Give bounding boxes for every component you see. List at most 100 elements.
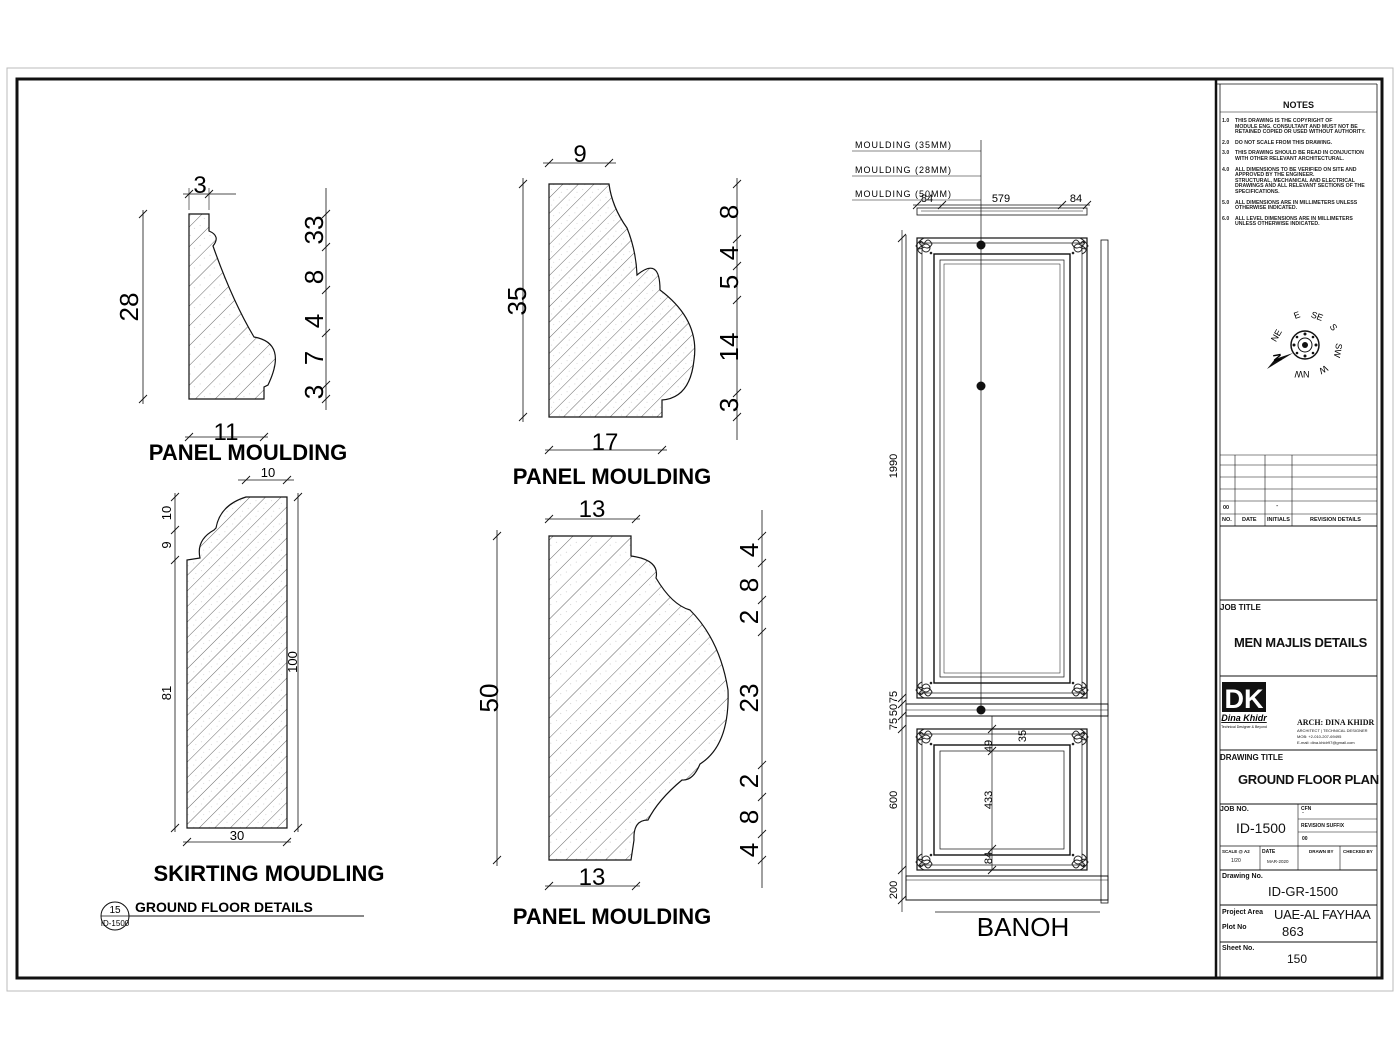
panel3-bottom-dim: 13 [579, 864, 606, 891]
skirting-moulding-detail: 10 10 9 81 100 30 SKIRTING MOUDLING 15 I… [100, 465, 385, 931]
inner-border [15, 77, 1384, 980]
panel2-right-dim-2: 4 [714, 246, 744, 260]
moulding-label-28: MOULDING (28MM) [855, 165, 952, 175]
note-line: MODULE ENG. CONSULTANT AND MUST NOT BE [1235, 123, 1358, 130]
ornament-bl [915, 681, 933, 699]
title-block: NE E SE S SW W NW N DK Dina Khidr Techni… [1214, 79, 1378, 978]
panel2-right-dim-3: 5 [714, 275, 744, 289]
height-dim-600: 600 [888, 791, 900, 809]
project-area-label: Project Area [1222, 909, 1263, 916]
width-dim-center: 579 [992, 193, 1010, 205]
note-line: APPROVED BY THE ENGINEER. [1235, 172, 1315, 179]
panel-moulding-2-detail: 9 35 17 8 4 5 14 3 PANEL MOULDING [502, 141, 744, 489]
note-line: OTHERWISE INDICATED. [1235, 205, 1298, 212]
height-dim-50: 50 [888, 704, 900, 716]
skirting-right-dim: 100 [285, 651, 300, 673]
project-area: UAE-AL FAYHAA [1274, 907, 1371, 922]
note-line: DRAWINGS AND ALL RELEVANT SECTIONS OF TH… [1235, 183, 1365, 190]
ornament-tr [1071, 237, 1089, 255]
note-number: 1.0 [1222, 118, 1230, 124]
note-line: THIS DRAWING SHOULD BE READ IN CONJUCTIO… [1235, 150, 1364, 157]
panel3-top-dim: 13 [579, 496, 606, 523]
drawing-title-label: DRAWING TITLE [1220, 753, 1284, 762]
cfn-value: - [1302, 810, 1304, 816]
inner-dim-84: 84 [983, 852, 995, 864]
revision-header-details: REVISION DETAILS [1310, 517, 1361, 523]
revision-suffix: 00 [1302, 836, 1308, 842]
wall-side-strip [1100, 239, 1109, 904]
moulding-label-50: MOULDING (50MM) [855, 189, 952, 199]
height-dim-75b: 75 [888, 718, 900, 730]
inner-dim-35: 35 [1017, 730, 1029, 742]
panel3-title: PANEL MOULDING [513, 904, 711, 929]
panel3-right-dim-4: 23 [734, 684, 764, 713]
north-arrow: NE E SE S SW W NW N [1267, 309, 1344, 379]
drawn-by-label: DRAWN BY [1309, 849, 1334, 854]
skirting-moulding-section [186, 496, 288, 829]
moulding-label-35: MOULDING (35MM) [855, 140, 952, 150]
detail-ref-number: 15 [109, 905, 121, 916]
ornament-tl [915, 237, 933, 255]
panel1-title: PANEL MOULDING [149, 440, 347, 465]
dk-logo: DK Dina Khidr Technical Designer & Beyon… [1221, 682, 1267, 729]
panel1-right-dim-5: 3 [299, 385, 329, 399]
banoh-elevation: MOULDING (35MM) MOULDING (28MM) MOULDING… [852, 140, 1109, 942]
note-line: ALL DIMENSIONS ARE IN MILLIMETERS UNLESS [1235, 199, 1358, 206]
note-number: 5.0 [1222, 199, 1230, 206]
architect-mob: MOB: +2-010-207-69495 [1297, 734, 1342, 739]
skirting-left-dim-3: 81 [159, 686, 174, 700]
height-dim-75a: 75 [888, 691, 900, 703]
job-no-label: JOB NO. [1220, 806, 1249, 813]
scale-value: 1/20 [1231, 858, 1241, 864]
panel2-right-dim-4: 14 [714, 333, 744, 362]
cfn-label: CFN [1301, 806, 1312, 812]
panel-moulding-3-section [548, 535, 729, 861]
revision-header-initials: INITIALS [1267, 517, 1290, 523]
notes-title: NOTES [1283, 100, 1315, 110]
logo-mark: DK [1225, 684, 1264, 714]
panel3-right-dim-3: 2 [734, 610, 764, 624]
drawing-title: GROUND FLOOR PLAN [1238, 772, 1379, 787]
skirting-left-dim-1: 10 [159, 506, 174, 520]
revision-header-no: NO. [1222, 517, 1232, 523]
compass-se: SE [1310, 309, 1325, 323]
panel3-right-dim-6: 8 [734, 810, 764, 824]
compass-w: W [1317, 363, 1330, 376]
note-number: 4.0 [1222, 166, 1230, 173]
panel2-title: PANEL MOULDING [513, 464, 711, 489]
logo-name: Dina Khidr [1221, 713, 1267, 723]
inner-dim-433: 433 [983, 791, 995, 809]
panel-moulding-3-detail: 13 50 13 4 8 2 23 2 8 4 PANEL MOULDING [474, 496, 767, 929]
note-number: 6.0 [1222, 215, 1230, 222]
ornament-lower-tr [1071, 728, 1089, 746]
upper-panel-outer [916, 237, 1088, 699]
panel1-top-dim: 3 [193, 172, 206, 199]
note-line: STRUCTURAL, MECHANICAL AND ELECTRICAL [1235, 177, 1355, 184]
skirting-top-dim: 10 [261, 465, 275, 480]
ornament-lower-tl [915, 728, 933, 746]
panel-moulding-1-detail: 3 28 11 33 8 4 7 3 PANEL MOULDING [114, 172, 347, 465]
job-title-label: JOB TITLE [1220, 603, 1261, 612]
note-line: UNLESS OTHERWISE INDICATED. [1235, 221, 1320, 228]
note-number: 2.0 [1222, 139, 1230, 146]
ornament-br [1071, 681, 1089, 699]
lower-panel-inner [933, 744, 1071, 856]
skirting-bottom-dim: 30 [230, 828, 244, 843]
note-line: ALL DIMENSIONS TO BE VERIFIED ON SITE AN… [1235, 166, 1357, 173]
skirting-board [905, 875, 1109, 901]
panel1-right-dim-1: 33 [299, 216, 329, 245]
revision-initials: - [1276, 503, 1279, 510]
sheet-no-label: Sheet No. [1222, 945, 1255, 952]
detail-ref-sheet: ID-1500 [101, 919, 130, 928]
note-line: WITH OTHER RELEVANT ARCHITECTURAL. [1235, 156, 1344, 162]
plot-no: 863 [1282, 924, 1304, 939]
date-label: DATE [1262, 849, 1276, 855]
revision-table [1220, 454, 1377, 527]
compass-nw: NW [1294, 369, 1309, 379]
upper-panel-inner [933, 253, 1071, 684]
note-line: THIS DRAWING IS THE COPYRIGHT OF [1235, 118, 1333, 124]
skirting-left-dim-2: 9 [159, 541, 174, 548]
outer-border [6, 67, 1394, 992]
elevation-title: BANOH [977, 912, 1069, 942]
